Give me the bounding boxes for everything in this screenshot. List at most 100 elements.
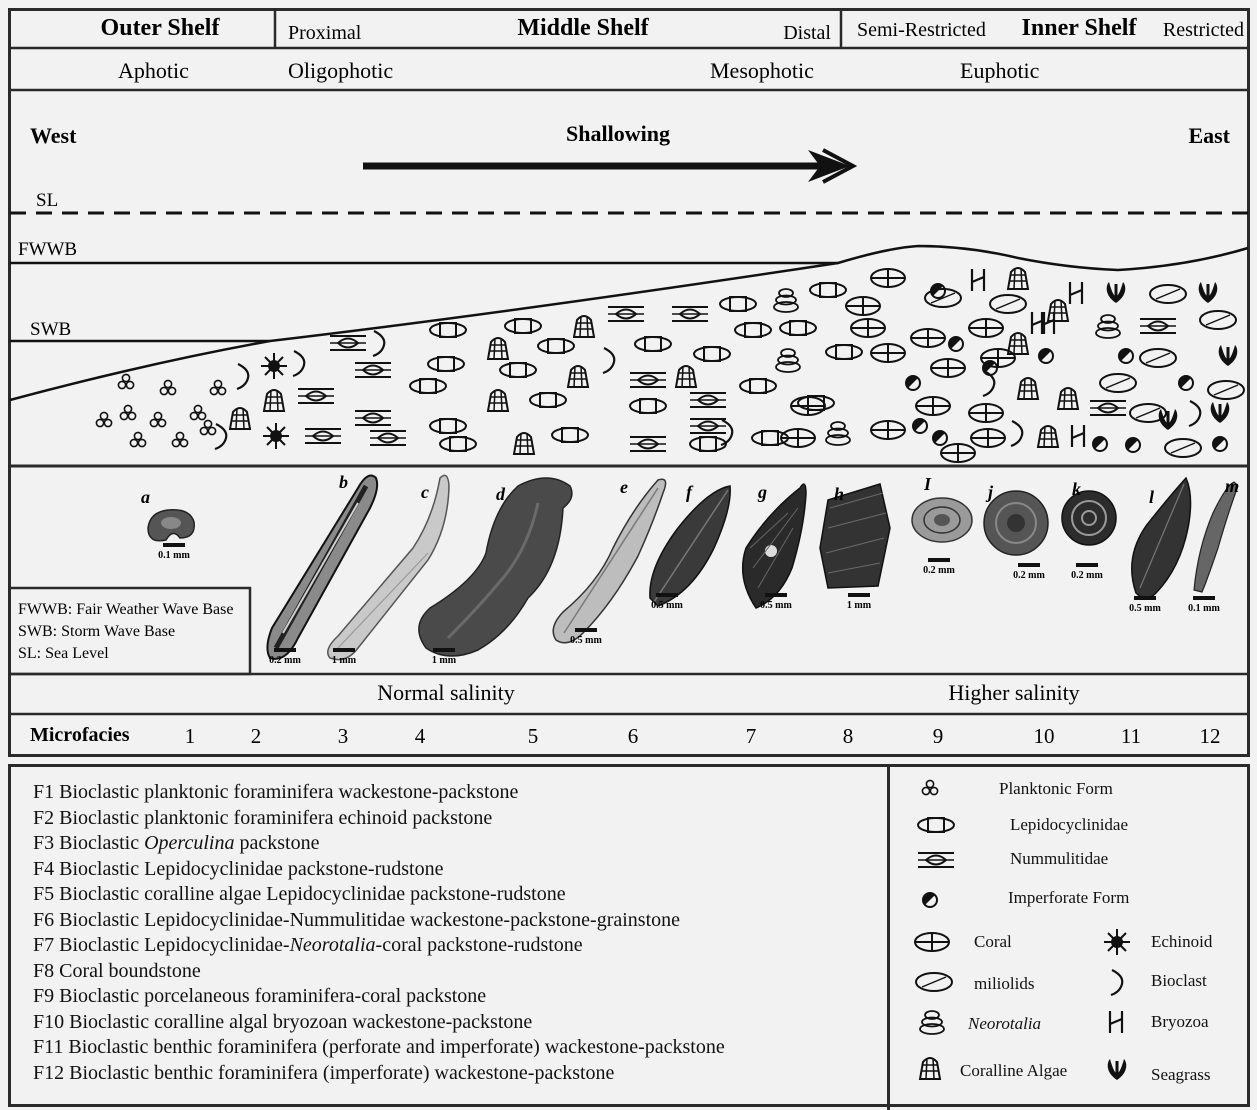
miliolid-icon	[1100, 374, 1136, 392]
specimen-letter: k	[1072, 479, 1081, 499]
nummulitidae-icon	[355, 411, 391, 425]
scale-bar	[1076, 563, 1098, 567]
coralline-algae-icon	[568, 366, 588, 387]
coralline-algae-icon	[1048, 300, 1068, 321]
lepidocyclinidae-icon	[552, 428, 588, 442]
facies-item: F12 Bioclastic benthic foraminifera (imp…	[33, 1062, 614, 1085]
scale-label: 0.2 mm	[923, 565, 955, 576]
imperforate-icon	[949, 337, 963, 351]
scale-bar	[1018, 563, 1040, 567]
bioclast-icon	[373, 331, 384, 356]
microfacies-number: 8	[843, 724, 854, 748]
scale-label: 0.1 mm	[158, 550, 190, 561]
coral-icon	[791, 397, 825, 415]
coralline-algae-icon	[230, 408, 250, 429]
coral-icon	[846, 297, 880, 315]
lepidocyclinidae-icon	[538, 339, 574, 353]
microfacies-number: 2	[251, 724, 262, 748]
facies-item: F3 Bioclastic Operculina packstone	[33, 832, 319, 855]
miliolid-icon	[925, 289, 961, 307]
imperforate-icon	[933, 431, 947, 445]
nummulitidae-icon	[672, 307, 708, 321]
photic-aphotic: Aphotic	[118, 58, 189, 83]
legend-miliolids: miliolids	[974, 974, 1034, 994]
lepidocyclinidae-icon	[720, 297, 756, 311]
microfacies-number: 4	[415, 724, 426, 748]
lepidocyclinidae-icon	[740, 379, 776, 393]
planktonic-icon	[150, 412, 165, 426]
coralline-algae-icon	[1008, 333, 1028, 354]
coral-icon	[931, 359, 965, 377]
specimen-letter: c	[421, 482, 429, 502]
coral-icon	[871, 269, 905, 287]
miliolid-icon	[1150, 285, 1186, 303]
specimen-letter: l	[1149, 487, 1154, 507]
facies-item: F2 Bioclastic planktonic foraminifera ec…	[33, 807, 492, 830]
bryozoa-icon	[972, 269, 984, 291]
imperforate-icon	[1213, 437, 1227, 451]
specimen-letter: h	[834, 484, 844, 504]
microfacies-label: Microfacies	[30, 724, 130, 746]
fwwb-line	[10, 246, 1248, 270]
coral-icon	[871, 344, 905, 362]
miliolid-icon	[916, 973, 952, 991]
coral-icon	[941, 444, 975, 462]
abbrev-swb: SWB: Storm Wave Base	[18, 623, 175, 640]
miliolid-icon	[1200, 311, 1236, 329]
coralline-algae-icon	[1008, 268, 1028, 289]
bryozoa-icon	[1110, 1011, 1122, 1033]
shallowing-label: Shallowing	[566, 121, 670, 146]
facies-item: F6 Bioclastic Lepidocyclinidae-Nummuliti…	[33, 909, 680, 932]
imperforate-icon	[913, 419, 927, 433]
coralline-algae-icon	[574, 316, 594, 337]
legend-seagrass: Seagrass	[1151, 1065, 1210, 1085]
neorotalia-icon	[1096, 315, 1120, 338]
facies-item: F11 Bioclastic benthic foraminifera (per…	[33, 1036, 725, 1059]
nummulitidae-icon	[608, 307, 644, 321]
bryozoa-icon	[1070, 282, 1082, 304]
coral-icon	[911, 329, 945, 347]
neorotalia-icon	[920, 1011, 944, 1034]
facies-model-diagram: Outer Shelf Proximal Middle Shelf Distal…	[8, 8, 1250, 758]
imperforate-icon	[1126, 438, 1140, 452]
normal-salinity-label: Normal salinity	[377, 680, 514, 705]
lepidocyclinidae-icon	[690, 437, 726, 451]
fwwb-label: FWWB	[18, 239, 77, 260]
microfacies-number: 5	[528, 724, 539, 748]
scale-label: 0.2 mm	[269, 655, 301, 666]
specimen-i	[912, 498, 972, 542]
nummulitidae-icon	[305, 429, 341, 443]
specimen-e	[553, 479, 665, 643]
middle-shelf-label: Middle Shelf	[517, 15, 649, 41]
coral-icon	[969, 319, 1003, 337]
planktonic-icon	[96, 412, 111, 426]
specimen-m	[1194, 482, 1238, 592]
imperforate-icon	[983, 361, 997, 375]
scale-bar	[656, 593, 678, 597]
scale-label: 0.5 mm	[570, 635, 602, 646]
echinoid-icon	[261, 353, 287, 379]
scale-bar	[765, 593, 787, 597]
legend-bioclast: Bioclast	[1151, 971, 1207, 991]
imperforate-icon	[1119, 349, 1133, 363]
coralline-algae-icon	[1018, 378, 1038, 399]
scale-bar	[1193, 596, 1215, 600]
specimen-j	[984, 491, 1048, 555]
bryozoa-icon	[1072, 425, 1084, 447]
scale-label: 0.2 mm	[1071, 570, 1103, 581]
planktonic-icon	[160, 380, 175, 394]
legend-bryozoa: Bryozoa	[1151, 1012, 1209, 1032]
bioclast-icon	[1011, 421, 1022, 446]
legend-lepidocyclinidae: Lepidocyclinidae	[1010, 815, 1128, 835]
legend-echinoid: Echinoid	[1151, 932, 1212, 952]
lepidocyclinidae-icon	[735, 323, 771, 337]
photic-oligophotic: Oligophotic	[288, 58, 393, 83]
specimen-g	[743, 484, 806, 608]
scale-label: 0.5 mm	[1129, 603, 1161, 614]
specimen-f	[650, 486, 730, 606]
outer-shelf-label: Outer Shelf	[101, 15, 221, 41]
scale-label: 1 mm	[432, 655, 457, 666]
facies-item: F9 Bioclastic porcelaneous foraminifera-…	[33, 985, 486, 1008]
planktonic-icon	[210, 380, 225, 394]
facies-item: F10 Bioclastic coralline algal bryozoan …	[33, 1011, 532, 1034]
